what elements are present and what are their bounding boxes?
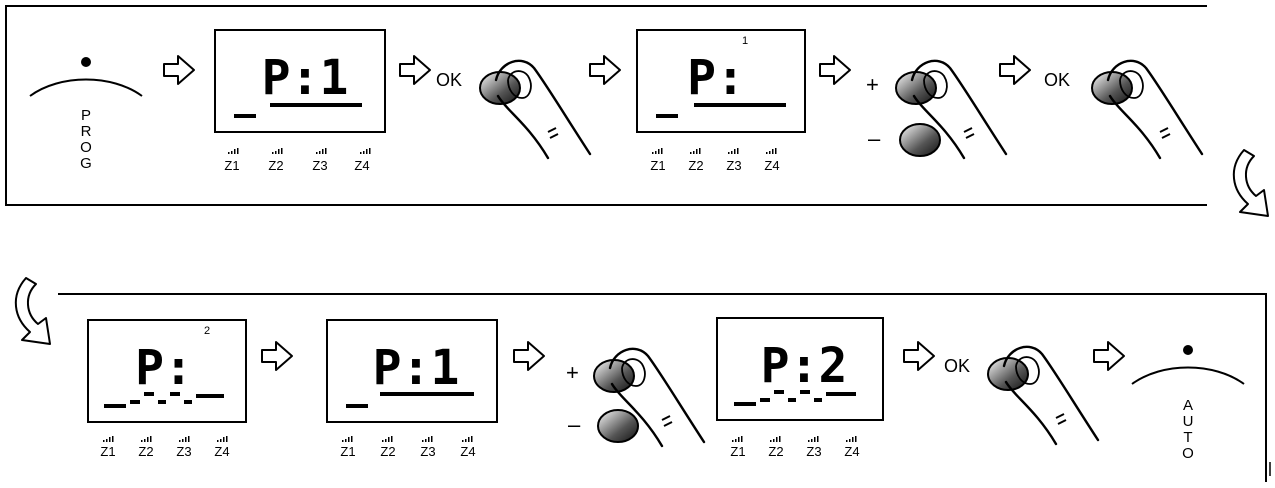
ok-label: OK (1044, 70, 1070, 90)
curved-arrow-icon (14, 277, 52, 345)
zone-label: Z1 (730, 444, 745, 459)
zone-label: Z1 (650, 158, 665, 173)
ok-label: OK (436, 70, 462, 90)
zone-label: Z4 (764, 158, 779, 173)
prog-button: P R O G (29, 57, 143, 172)
zone-label: Z3 (312, 158, 327, 173)
zone-label: Z4 (460, 444, 475, 459)
arrow-right-icon (399, 55, 431, 85)
display-b-text: P: (687, 50, 745, 106)
zone-label: Z2 (138, 444, 153, 459)
prog-letter: O (80, 139, 92, 156)
zone-label: Z4 (844, 444, 859, 459)
auto-letter: T (1183, 429, 1192, 446)
zone-label: Z2 (688, 158, 703, 173)
finger-press-icon (986, 345, 1100, 446)
prog-letter: P (81, 107, 91, 124)
zone-label: Z1 (100, 444, 115, 459)
lcd-display-a: P:1 Z1 Z2 Z3 Z4 (214, 29, 386, 173)
auto-letter: A (1183, 397, 1193, 414)
plus-label: + (866, 72, 879, 97)
arrow-right-icon (513, 341, 545, 371)
arrow-right-icon (903, 341, 935, 371)
plus-label: + (566, 360, 579, 385)
lcd-display-c: 2 P: Z1 Z2 Z3 Z4 (87, 319, 247, 459)
lcd-display-e: P:2 Z1 Z2 Z3 Z4 (716, 317, 884, 459)
row2-frame (58, 293, 1267, 482)
minus-label: – (868, 126, 881, 151)
zone-label: Z4 (354, 158, 369, 173)
lcd-display-d: P:1 Z1 Z2 Z3 Z4 (326, 319, 498, 459)
zone-label: Z1 (340, 444, 355, 459)
auto-button: A U T O (1131, 345, 1245, 462)
arrow-right-icon (1093, 341, 1125, 371)
display-a-text: P:1 (262, 50, 349, 106)
zone-label: Z3 (806, 444, 821, 459)
minus-button-icon (597, 409, 639, 443)
curved-arrow-icon (1232, 149, 1269, 217)
zone-label: Z1 (224, 158, 239, 173)
zone-label: Z3 (420, 444, 435, 459)
zone-label: Z3 (176, 444, 191, 459)
arrow-right-icon (819, 55, 851, 85)
minus-button-icon (899, 123, 941, 157)
minus-label: – (568, 412, 581, 437)
prog-letter: G (80, 155, 92, 172)
display-c-text: P: (135, 340, 193, 396)
arrow-right-icon (589, 55, 621, 85)
prog-letter: R (81, 123, 92, 140)
arrow-right-icon (163, 55, 195, 85)
zone-label: Z3 (726, 158, 741, 173)
display-c-superscript: 2 (204, 325, 210, 337)
auto-letter: U (1183, 413, 1194, 430)
row1-frame (5, 5, 1207, 206)
zone-label: Z4 (214, 444, 229, 459)
display-e-text: P:2 (761, 338, 848, 394)
zone-label: Z2 (768, 444, 783, 459)
auto-letter: O (1182, 445, 1194, 462)
display-b-superscript: 1 (742, 35, 748, 47)
arrow-right-icon (261, 341, 293, 371)
lcd-display-b: 1 P: Z1 Z2 Z3 Z4 (636, 29, 806, 173)
zone-label: Z2 (380, 444, 395, 459)
display-d-text: P:1 (373, 340, 460, 396)
finger-press-icon (1090, 59, 1204, 160)
arrow-right-icon (999, 55, 1031, 85)
zone-label: Z2 (268, 158, 283, 173)
finger-press-icon (478, 59, 592, 160)
ok-label: OK (944, 356, 970, 376)
